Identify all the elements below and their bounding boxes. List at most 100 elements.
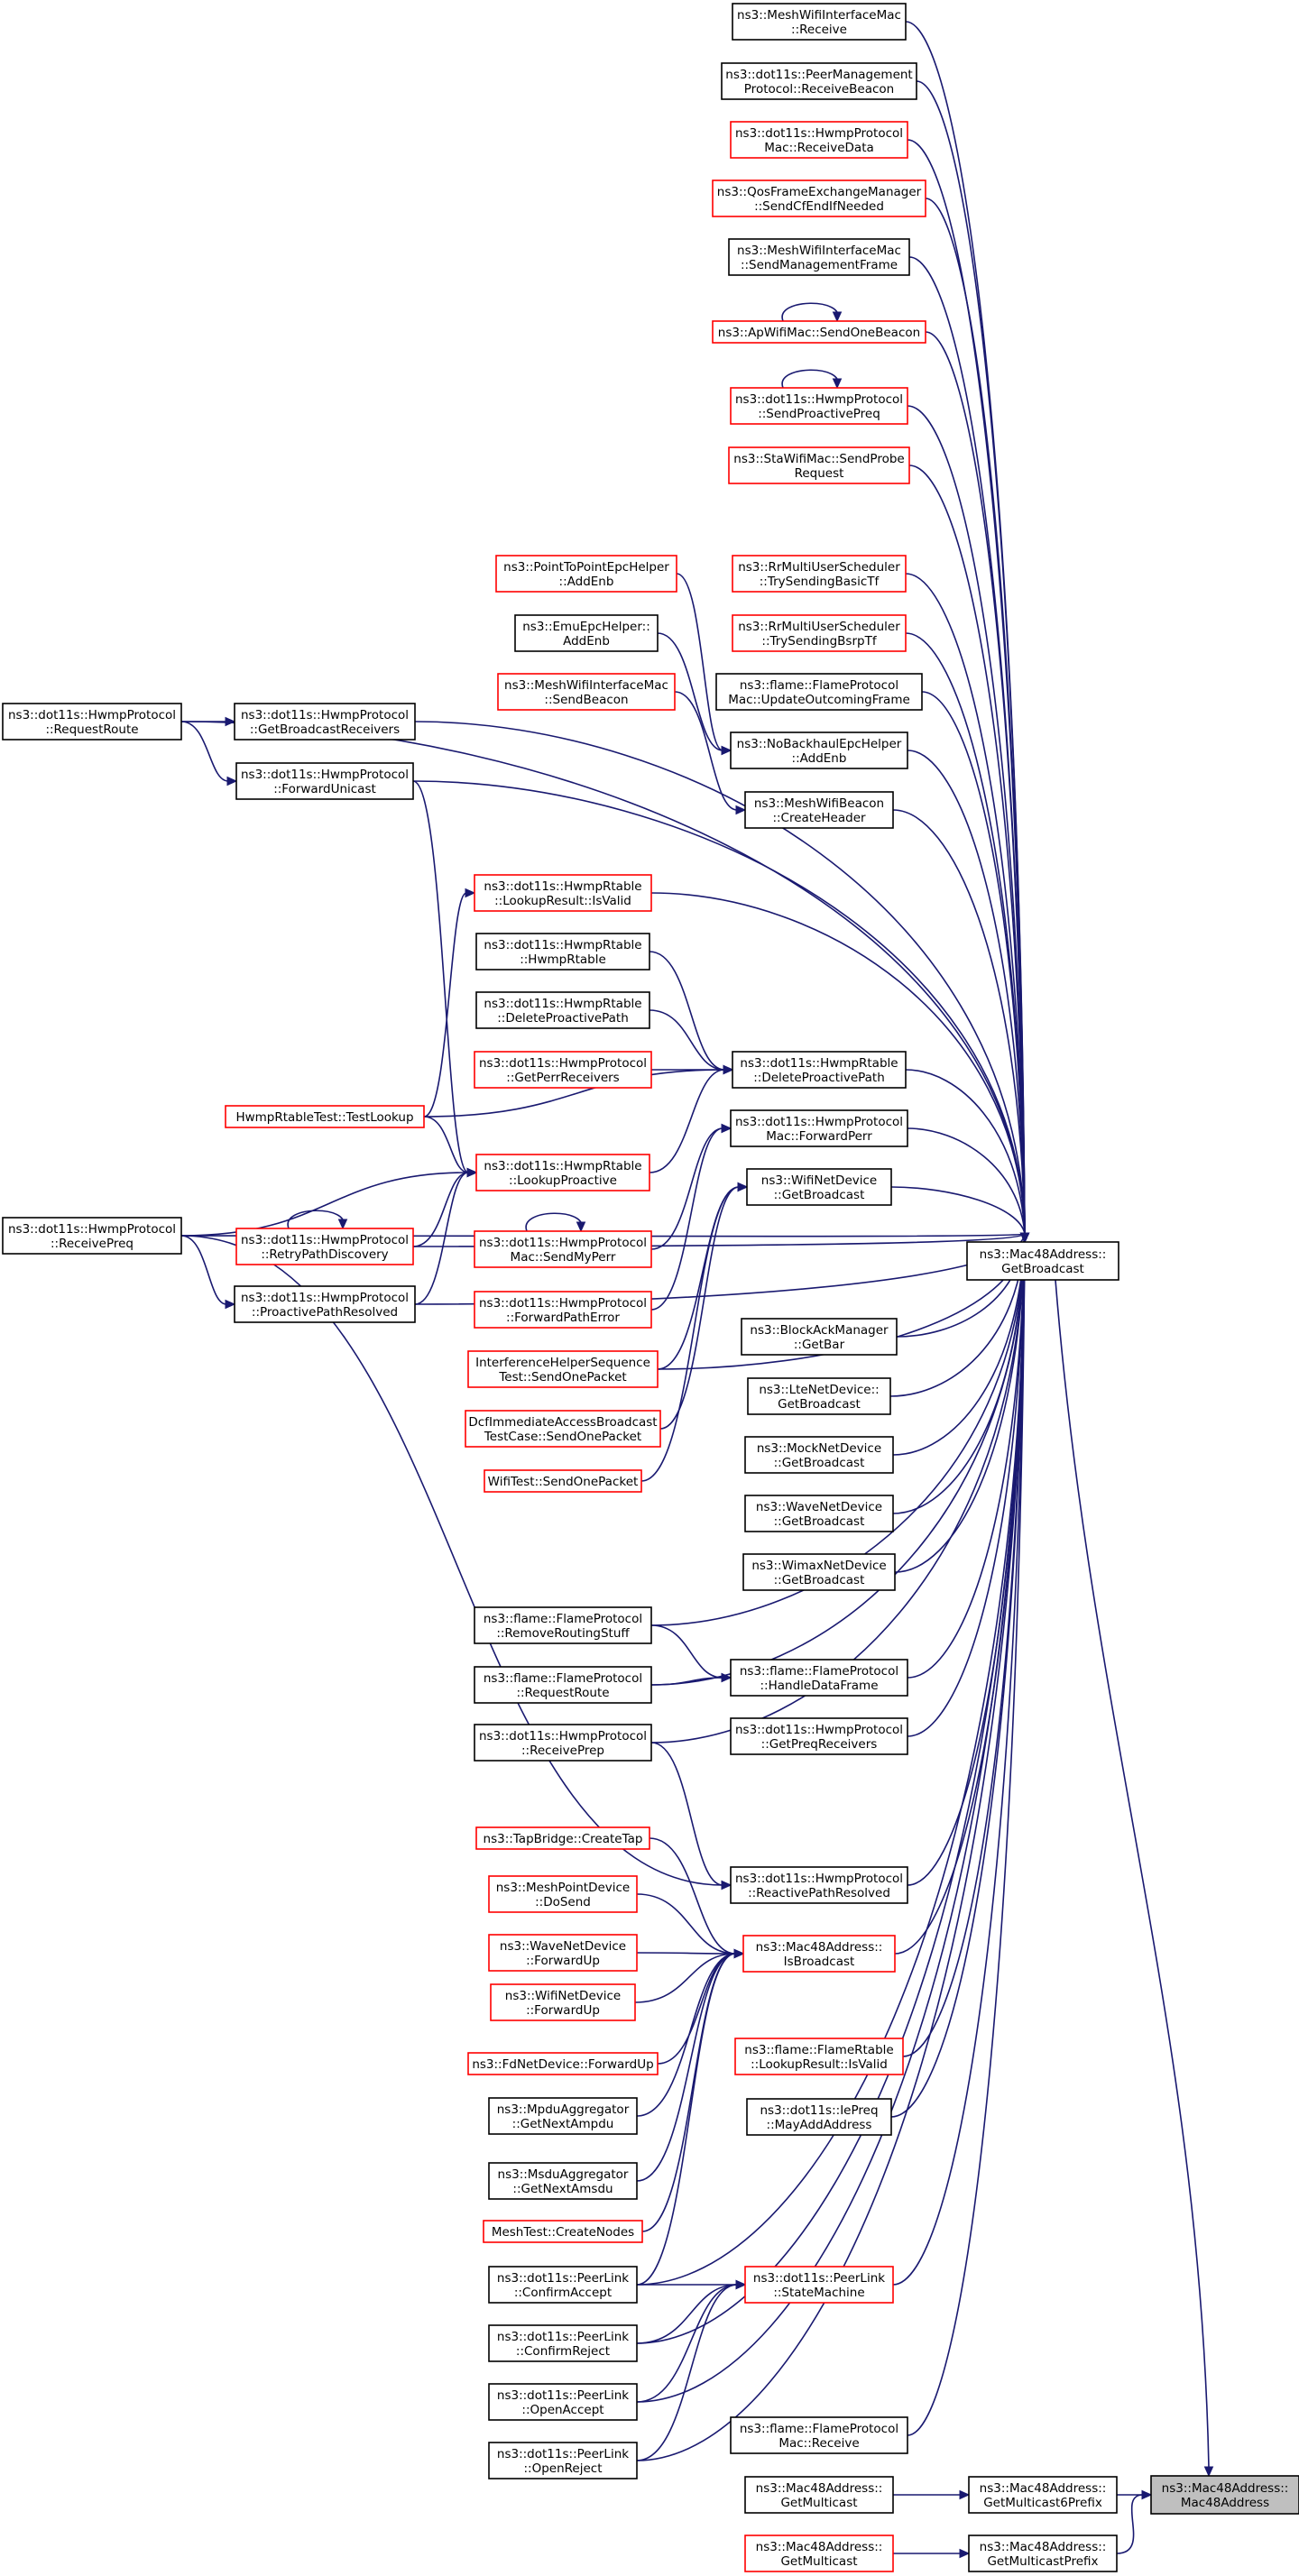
function-node-n-rtable-lookupproactive[interactable]: ns3::dot11s::HwmpRtable::LookupProactive	[475, 1154, 650, 1191]
function-node-n-hwmp-receivepreq[interactable]: ns3::dot11s::HwmpProtocol::ReceivePreq	[2, 1217, 182, 1255]
function-node-target[interactable]: ns3::Mac48Address::Mac48Address	[1150, 2475, 1299, 2515]
function-node-n-ltenetdevice-getbroadcast[interactable]: ns3::LteNetDevice::GetBroadcast	[747, 1377, 891, 1415]
function-node-n-mwim-sendmgmt[interactable]: ns3::MeshWifiInterfaceMac::SendManagemen…	[728, 238, 910, 276]
edge-line	[423, 1116, 469, 1173]
function-node-n-mocknetdevice-getbroadcast[interactable]: ns3::MockNetDevice::GetBroadcast	[744, 1436, 894, 1474]
function-node-n-hwmp-retrypathdiscovery[interactable]: ns3::dot11s::HwmpProtocol::RetryPathDisc…	[235, 1228, 414, 1265]
function-node-n-flame-removeroutingstuff[interactable]: ns3::flame::FlameProtocol::RemoveRouting…	[474, 1606, 652, 1644]
function-node-n-peerlink-confirmaccept[interactable]: ns3::dot11s::PeerLink::ConfirmAccept	[488, 2266, 638, 2304]
function-node-n-flame-handledataframe[interactable]: ns3::flame::FlameProtocol::HandleDataFra…	[730, 1659, 908, 1697]
function-node-n-apwifimac-sendonebeacon[interactable]: ns3::ApWifiMac::SendOneBeacon	[712, 320, 926, 344]
function-node-n-rrmus-basictf[interactable]: ns3::RrMultiUserScheduler::TrySendingBas…	[732, 555, 907, 593]
function-node-n-wifinetdevice-forwardup[interactable]: ns3::WifiNetDevice::ForwardUp	[490, 1983, 636, 2021]
function-node-n-hwmp-reactivepathresolved[interactable]: ns3::dot11s::HwmpProtocol::ReactivePathR…	[730, 1866, 908, 1904]
function-node-n-mac48-getmulticast6prefix[interactable]: ns3::Mac48Address::GetMulticast6Prefix	[968, 2476, 1118, 2514]
function-node-n-mac48-getmulticastprefix[interactable]: ns3::Mac48Address::GetMulticastPrefix	[968, 2535, 1118, 2572]
node-label: ::ForwardPathError	[506, 1311, 620, 1325]
function-node-n-wifitest-sendonepacket[interactable]: WifiTest::SendOnePacket	[484, 1469, 642, 1493]
function-node-n-hwmp-receiveprep[interactable]: ns3::dot11s::HwmpProtocol::ReceivePrep	[474, 1724, 652, 1762]
function-node-n-hwmp-proactivepathresolved[interactable]: ns3::dot11s::HwmpProtocol::ProactivePath…	[234, 1285, 416, 1323]
function-node-n-mac48-getmulticast-a[interactable]: ns3::Mac48Address::GetMulticast	[744, 2476, 894, 2514]
edge-line	[412, 780, 1026, 1235]
function-node-n-emuepc-addenb[interactable]: ns3::EmuEpcHelper::AddEnb	[514, 614, 659, 652]
node-box	[484, 1469, 642, 1493]
function-node-n-rtable-deleteproactivepath-l[interactable]: ns3::dot11s::HwmpRtable::DeleteProactive…	[475, 991, 650, 1029]
function-node-n-mwim-receive[interactable]: ns3::MeshWifiInterfaceMac::Receive	[732, 3, 907, 41]
function-node-n-hwmp-getpreqreceivers[interactable]: ns3::dot11s::HwmpProtocol::GetPreqReceiv…	[730, 1717, 908, 1755]
function-node-n-mpduaggregator-getnextampdu[interactable]: ns3::MpduAggregator::GetNextAmpdu	[488, 2097, 638, 2135]
function-node-n-hwmpmac-forwardperr[interactable]: ns3::dot11s::HwmpProtocolMac::ForwardPer…	[730, 1109, 908, 1147]
node-label: ::GetBroadcast	[774, 1188, 865, 1202]
call-edge	[649, 1064, 734, 1173]
node-box	[744, 1495, 894, 1532]
node-label: TestCase::SendOnePacket	[484, 1430, 641, 1444]
function-node-n-rrmus-bsrptf[interactable]: ns3::RrMultiUserScheduler::TrySendingBsr…	[732, 614, 907, 652]
function-node-n-fdnetdevice-forwardup[interactable]: ns3::FdNetDevice::ForwardUp	[467, 2052, 659, 2075]
edge-line	[636, 1953, 736, 2117]
function-node-n-wifinetdevice-getbroadcast[interactable]: ns3::WifiNetDevice::GetBroadcast	[746, 1168, 892, 1206]
node-label: ns3::StaWifiMac::SendProbe	[733, 452, 904, 466]
node-box	[467, 1350, 659, 1388]
function-node-n-hwmp-forwardunicast[interactable]: ns3::dot11s::HwmpProtocol::ForwardUnicas…	[235, 762, 414, 800]
function-node-n-tapbridge-createtap[interactable]: ns3::TapBridge::CreateTap	[475, 1826, 650, 1850]
node-label: ns3::MeshPointDevice	[496, 1881, 631, 1895]
function-node-n-hwmp-sendproactivepreq[interactable]: ns3::dot11s::HwmpProtocol::SendProactive…	[730, 387, 908, 425]
function-node-n-meshtest-createnodes[interactable]: MeshTest::CreateNodes	[483, 2220, 643, 2243]
call-edge	[925, 198, 1030, 1244]
function-node-n-peerlink-openreject[interactable]: ns3::dot11s::PeerLink::OpenReject	[488, 2442, 638, 2479]
function-node-n-wavenetdevice-getbroadcast[interactable]: ns3::WaveNetDevice::GetBroadcast	[744, 1495, 894, 1532]
function-node-n-hwmp-requestroute[interactable]: ns3::dot11s::HwmpProtocol::RequestRoute	[2, 703, 182, 741]
function-node-n-peerlink-confirmreject[interactable]: ns3::dot11s::PeerLink::ConfirmReject	[488, 2324, 638, 2362]
function-node-n-dcfimmediate-sendonepacket[interactable]: DcfImmediateAccessBroadcastTestCase::Sen…	[465, 1410, 661, 1448]
node-label: ::StateMachine	[773, 2286, 864, 2300]
function-node-n-rtable-hwmprtable[interactable]: ns3::dot11s::HwmpRtable::HwmpRtable	[475, 933, 650, 971]
function-node-n-meshwifibeacon-createheader[interactable]: ns3::MeshWifiBeacon::CreateHeader	[744, 791, 894, 829]
function-node-n-hwmp-forwardpatherror[interactable]: ns3::dot11s::HwmpProtocol::ForwardPathEr…	[474, 1291, 652, 1329]
function-node-n-hwmp-getbroadcastreceivers[interactable]: ns3::dot11s::HwmpProtocol::GetBroadcastR…	[234, 703, 416, 741]
call-edge	[650, 1742, 732, 1891]
function-node-n-msduaggregator-getnextamsdu[interactable]: ns3::MsduAggregator::GetNextAmsdu	[488, 2162, 638, 2200]
function-node-n-peerlink-openaccept[interactable]: ns3::dot11s::PeerLink::OpenAccept	[488, 2383, 638, 2421]
function-node-n-flamemac-updateoutcoming[interactable]: ns3::flame::FlameProtocolMac::UpdateOutc…	[715, 673, 923, 711]
function-node-n-pmp-receivebeacon[interactable]: ns3::dot11s::PeerManagementProtocol::Rec…	[721, 62, 917, 100]
edge-line	[676, 573, 723, 751]
function-node-n-flame-requestroute[interactable]: ns3::flame::FlameProtocol::RequestRoute	[474, 1666, 652, 1704]
edge-arrowhead	[1019, 1232, 1030, 1244]
node-label: ns3::EmuEpcHelper::	[522, 620, 650, 634]
node-label: ns3::dot11s::HwmpProtocol	[735, 392, 903, 407]
function-node-hub[interactable]: ns3::Mac48Address::GetBroadcast	[966, 1241, 1119, 1281]
function-node-n-wimaxnetdevice-getbroadcast[interactable]: ns3::WimaxNetDevice::GetBroadcast	[742, 1553, 896, 1591]
edge-line	[640, 1186, 740, 1482]
call-edge	[650, 1123, 732, 1250]
function-node-n-qos-sendcfend[interactable]: ns3::QosFrameExchangeManager::SendCfEndI…	[712, 179, 926, 217]
node-label: ns3::dot11s::HwmpProtocol	[241, 1291, 409, 1305]
function-node-n-wavenetdevice-forwardup[interactable]: ns3::WaveNetDevice::ForwardUp	[488, 1934, 638, 1972]
function-node-n-mwim-sendbeacon[interactable]: ns3::MeshWifiInterfaceMac::SendBeacon	[497, 673, 676, 711]
function-node-n-iepreq-mayaddaddress[interactable]: ns3::dot11s::IePreq::MayAddAddress	[746, 2098, 892, 2136]
function-node-n-rtable-deleteproactivepath-r[interactable]: ns3::dot11s::HwmpRtable::DeleteProactive…	[732, 1051, 907, 1089]
function-node-n-mac48-isbroadcast[interactable]: ns3::Mac48Address::IsBroadcast	[742, 1935, 896, 1973]
function-node-n-flamertable-isvalid[interactable]: ns3::flame::FlameRtable::LookupResult::I…	[734, 2038, 904, 2075]
function-node-n-blockack-getbar[interactable]: ns3::BlockAckManager::GetBar	[741, 1318, 898, 1356]
call-edge	[636, 2279, 747, 2461]
node-box	[741, 1318, 898, 1356]
call-edge	[181, 716, 236, 727]
function-node-n-peerlink-statemachine[interactable]: ns3::dot11s::PeerLink::StateMachine	[744, 2266, 894, 2304]
function-node-n-p2pepc-addenb[interactable]: ns3::PointToPointEpcHelper::AddEnb	[495, 555, 677, 593]
node-label: ::AddEnb	[559, 575, 614, 589]
function-node-n-hwmp-getperrreceivers[interactable]: ns3::dot11s::HwmpProtocol::GetPerrReceiv…	[474, 1051, 652, 1089]
function-node-n-rtabletest-testlookup[interactable]: HwmpRtableTest::TestLookup	[225, 1105, 425, 1128]
function-node-n-hwmpmac-receivedata[interactable]: ns3::dot11s::HwmpProtocolMac::ReceiveDat…	[730, 121, 908, 159]
function-node-n-mac48-getmulticast-b[interactable]: ns3::Mac48Address::GetMulticast	[744, 2535, 894, 2572]
edge-line	[921, 691, 1026, 1235]
node-box	[744, 2535, 894, 2572]
node-label: ::GetBroadcast	[774, 1514, 865, 1529]
function-node-n-rtable-lookupresult-isvalid[interactable]: ns3::dot11s::HwmpRtable::LookupResult::I…	[474, 874, 652, 912]
function-node-n-interference-sendonepacket[interactable]: InterferenceHelperSequenceTest::SendOneP…	[467, 1350, 659, 1388]
function-node-n-meshpoint-dosend[interactable]: ns3::MeshPointDevice::DoSend	[488, 1875, 638, 1913]
edge-line	[649, 1069, 725, 1173]
function-node-n-nobackhaul-addenb[interactable]: ns3::NoBackhaulEpcHelper::AddEnb	[730, 731, 908, 769]
